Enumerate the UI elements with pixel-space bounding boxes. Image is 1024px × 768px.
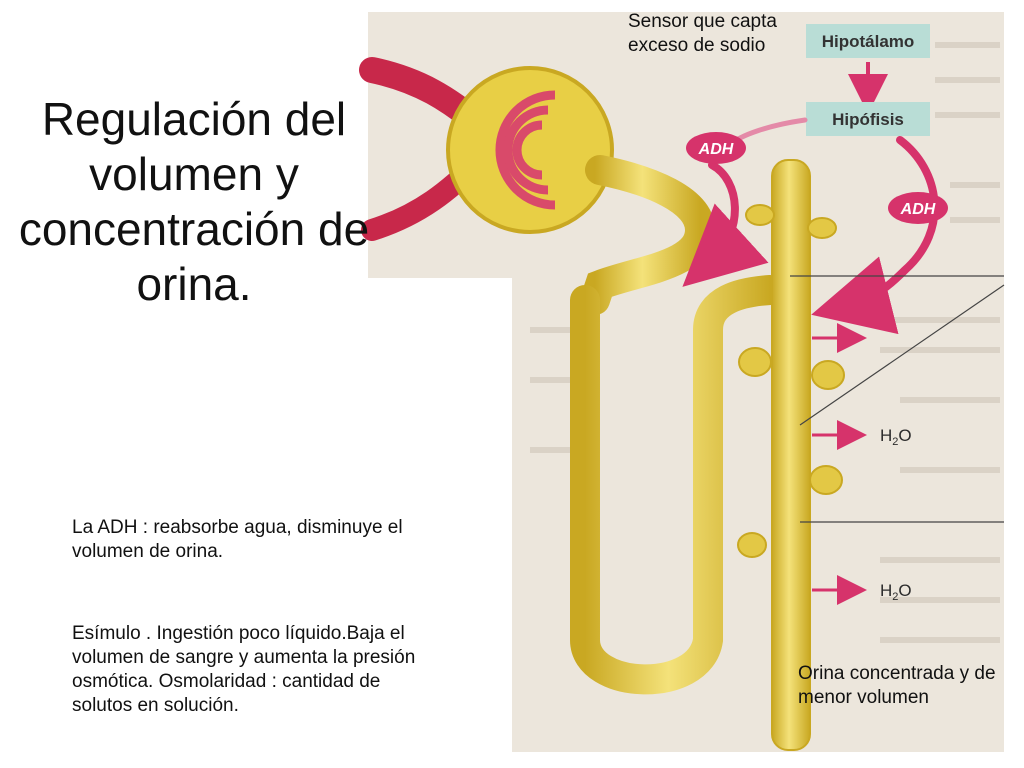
pituitary-label: Hipófisis [832, 110, 904, 129]
water-arrows [812, 323, 867, 605]
faint-page-text [530, 42, 1000, 643]
water-label-1: H2O [880, 426, 912, 448]
adh-badge-1 [686, 132, 746, 164]
hypothalamus-label: Hipotálamo [822, 32, 915, 51]
slide-title: Regulación del volumen y concentración d… [18, 93, 370, 310]
stimulus-description: Esímulo . Ingestión poco líquido.Baja el… [72, 623, 416, 716]
leader-lines [790, 275, 1005, 523]
loop-of-henle [570, 275, 785, 695]
hypothalamus-box [806, 24, 930, 58]
adh-description: La ADH : reabsorbe agua, disminuye el vo… [72, 517, 403, 562]
sensor-note: Sensor que capta exceso de sodio [628, 11, 777, 56]
pituitary-box [806, 102, 930, 136]
glomerulus [495, 90, 556, 210]
collecting-duct [771, 159, 811, 751]
adh-badge-2 [888, 192, 948, 224]
water-label-2: H2O [880, 581, 912, 603]
adh-badge-2-label: ADH [900, 201, 936, 218]
adh-badge-1-label: ADH [698, 141, 734, 158]
bowman-capsule [446, 66, 614, 234]
urine-note: Orina concentrada y de menor volumen [798, 663, 996, 708]
